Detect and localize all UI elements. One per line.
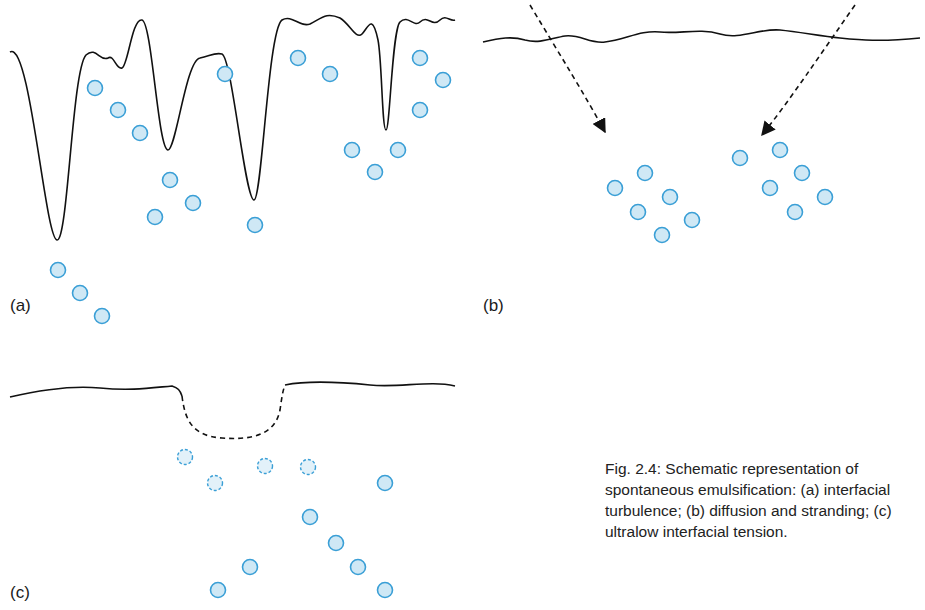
droplet <box>795 166 810 181</box>
droplet <box>391 143 406 158</box>
droplet <box>218 67 233 82</box>
droplet <box>248 218 263 233</box>
droplet <box>351 560 366 575</box>
droplet <box>655 228 670 243</box>
droplet <box>329 536 344 551</box>
droplet <box>773 143 788 158</box>
droplet <box>323 67 338 82</box>
droplet <box>51 263 66 278</box>
droplet <box>763 181 778 196</box>
droplet <box>413 51 428 66</box>
droplet <box>631 205 646 220</box>
droplet <box>178 450 193 465</box>
turbulent-interface <box>10 16 455 241</box>
droplet <box>148 210 163 225</box>
figure-caption: Fig. 2.4: Schematic representation of sp… <box>605 458 910 542</box>
droplet <box>733 151 748 166</box>
droplet <box>378 583 393 598</box>
droplet <box>88 81 103 96</box>
droplet <box>788 205 803 220</box>
droplet <box>111 103 126 118</box>
diffusion-arrow <box>762 5 855 135</box>
droplet <box>73 286 88 301</box>
droplet <box>638 166 653 181</box>
droplet <box>663 190 678 205</box>
droplet <box>208 476 223 491</box>
droplet <box>211 583 226 598</box>
droplet <box>436 73 451 88</box>
droplet <box>303 510 318 525</box>
droplet <box>368 165 383 180</box>
panel-label: (a) <box>10 296 31 316</box>
interface-break <box>182 385 285 438</box>
droplet <box>608 181 623 196</box>
droplet <box>685 213 700 228</box>
panel-label: (b) <box>483 296 504 316</box>
interface-right <box>285 382 455 386</box>
droplet <box>133 126 148 141</box>
droplet <box>378 476 393 491</box>
droplet <box>345 143 360 158</box>
droplet <box>258 459 273 474</box>
droplet <box>163 173 178 188</box>
diffusion-arrow <box>530 5 605 132</box>
droplet <box>243 560 258 575</box>
droplet <box>291 51 306 66</box>
droplet <box>818 190 833 205</box>
droplet <box>413 103 428 118</box>
droplet <box>301 460 316 475</box>
droplet <box>186 196 201 211</box>
interface-left <box>10 386 182 397</box>
droplet <box>95 309 110 324</box>
panel-label: (c) <box>10 583 30 603</box>
